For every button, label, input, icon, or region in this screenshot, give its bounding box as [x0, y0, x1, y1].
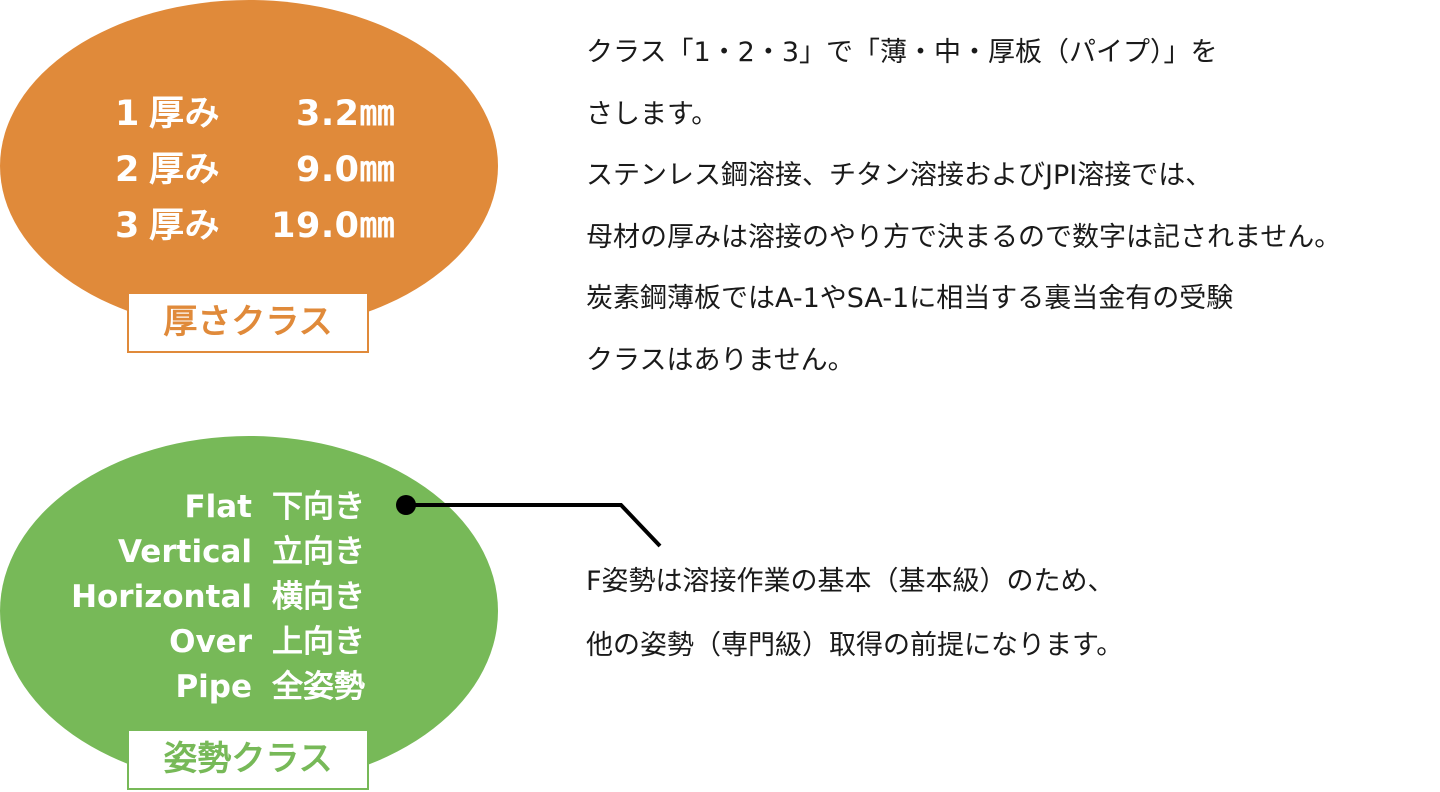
thickness-class-list: 1 厚み 3.2㎜ 2 厚み 9.0㎜ 3 厚み 19.0㎜	[115, 86, 395, 254]
thickness-class-description: クラス「1・2・3」で「薄・中・厚板（パイプ）」を さします。 ステンレス鋼溶接…	[586, 22, 1341, 391]
position-row-english: Horizontal	[71, 579, 252, 615]
thickness-row-1: 1 厚み 3.2㎜	[115, 86, 395, 142]
description-line: F姿勢は溶接作業の基本（基本級）のため、	[586, 566, 1115, 597]
position-row-japanese: 立向き	[272, 534, 365, 570]
thickness-row-value: 9.0㎜	[295, 150, 395, 190]
position-row-english: Pipe	[175, 669, 252, 705]
description-line: さします。	[586, 98, 719, 130]
thickness-class-label: 厚さクラス	[127, 292, 369, 353]
thickness-row-number: 1	[115, 94, 140, 134]
thickness-row-number: 3	[115, 206, 140, 246]
position-class-description: F姿勢は溶接作業の基本（基本級）のため、 他の姿勢（専門級）取得の前提になります…	[586, 550, 1123, 678]
position-row-japanese: 上向き	[272, 624, 365, 660]
thickness-row-3: 3 厚み 19.0㎜	[115, 198, 395, 254]
description-line: 母材の厚みは溶接のやり方で決まるので数字は記されません。	[586, 221, 1342, 253]
position-row-english: Flat	[184, 489, 252, 525]
position-row-pipe: Pipe 全姿勢	[60, 665, 380, 710]
position-row-horizontal: Horizontal 横向き	[60, 575, 380, 620]
position-class-label: 姿勢クラス	[127, 729, 369, 790]
thickness-row-label: 厚み	[149, 150, 221, 190]
thickness-row-number: 2	[115, 150, 140, 190]
position-class-ellipse	[0, 436, 498, 786]
position-row-over: Over 上向き	[60, 620, 380, 665]
position-row-english: Vertical	[118, 534, 252, 570]
position-row-english: Over	[169, 624, 252, 660]
thickness-class-ellipse	[0, 0, 498, 332]
thickness-row-value: 19.0㎜	[271, 206, 395, 246]
description-line: クラスはありません。	[586, 344, 855, 376]
position-row-flat: Flat 下向き	[60, 485, 380, 530]
thickness-row-label: 厚み	[149, 206, 221, 246]
description-line: 他の姿勢（専門級）取得の前提になります。	[586, 630, 1124, 661]
description-line: クラス「1・2・3」で「薄・中・厚板（パイプ）」を	[586, 37, 1218, 68]
description-line: 炭素鋼薄板ではA-1やSA-1に相当する裏当金有の受験	[586, 283, 1234, 314]
thickness-row-label: 厚み	[149, 94, 221, 134]
position-row-japanese: 下向き	[272, 489, 365, 525]
position-row-japanese: 全姿勢	[272, 669, 365, 705]
thickness-row-value: 3.2㎜	[295, 94, 395, 134]
connector-path	[406, 503, 662, 548]
position-row-japanese: 横向き	[272, 579, 365, 615]
position-row-vertical: Vertical 立向き	[60, 530, 380, 575]
description-line: ステンレス鋼溶接、チタン溶接およびJPI溶接では、	[586, 160, 1213, 191]
thickness-row-2: 2 厚み 9.0㎜	[115, 142, 395, 198]
position-class-list: Flat 下向き Vertical 立向き Horizontal 横向き Ove…	[60, 485, 380, 710]
